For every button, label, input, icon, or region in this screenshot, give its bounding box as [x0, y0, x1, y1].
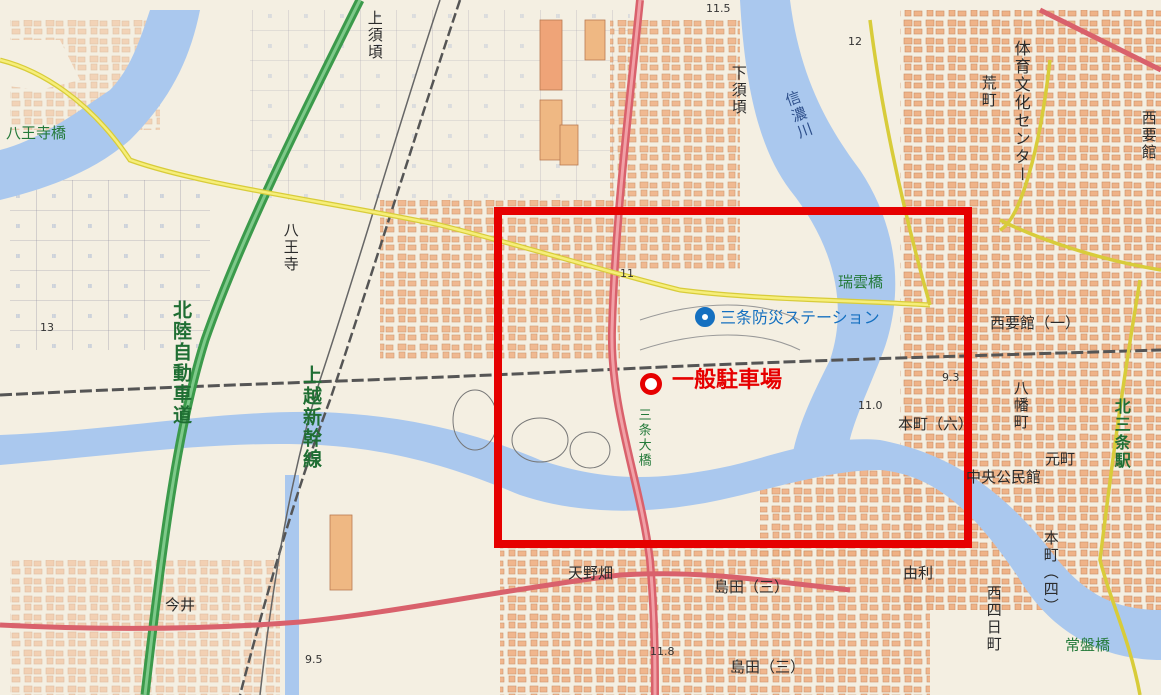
label-hachimanmachi: 八幡町: [1011, 380, 1030, 431]
road-prefectural-north: [1038, 7, 1161, 73]
road-national-route-center: [610, 0, 657, 695]
label-hachiouji: 八王寺: [281, 222, 300, 273]
river-northwest: [0, 10, 200, 200]
label-hokuriku-expressway: 北陸自動車道: [169, 300, 192, 426]
label-nishiyokkamachi: 西四日町: [984, 585, 1003, 653]
elevation-label: 9.5: [305, 653, 323, 666]
highlight-area-box: [494, 207, 972, 548]
urban-area-south: [500, 540, 930, 695]
road-prefectural-east: [868, 19, 1161, 695]
disaster-station-marker[interactable]: [695, 307, 715, 327]
label-sanjoohashi: 三条大橋: [635, 408, 651, 468]
urban-area-east: [900, 10, 1161, 610]
label-imai: 今井: [165, 596, 196, 614]
label-motomachi: 元町: [1045, 450, 1076, 468]
label-nishikaname: 西要館: [1139, 110, 1158, 161]
elevation-label: 11.0: [858, 399, 883, 412]
stadium-oval: [511, 417, 569, 463]
factory-building: [559, 124, 579, 166]
factory-building: [584, 19, 606, 61]
label-tokiwabashi: 常盤橋: [1065, 636, 1111, 654]
elevation-label: 13: [40, 321, 54, 334]
marker-center-dot: [702, 314, 708, 320]
label-zuiunbashi: 瑞雲橋: [838, 273, 884, 291]
label-nishikaname-1: 西要館（一）: [990, 314, 1081, 332]
railway-line: [238, 0, 462, 695]
river-dike: [639, 334, 801, 351]
elevation-label: 12: [848, 35, 862, 48]
factory-building: [539, 99, 563, 161]
label-yuri: 由利: [903, 564, 934, 582]
road-hokuriku-expressway-center: [143, 0, 362, 695]
label-shimosugari: 下須頃: [729, 65, 748, 116]
river-dike: [639, 304, 801, 321]
urban-area-north: [610, 20, 740, 270]
disaster-station-label[interactable]: 三条防災ステーション: [720, 308, 880, 327]
label-arama: 荒町: [979, 75, 998, 109]
factory-building: [329, 514, 353, 591]
river-northwest-branch: [0, 40, 80, 90]
label-honmachi-4: 本町（四）: [1041, 530, 1060, 615]
farmland-north: [250, 10, 630, 200]
farmland-west: [10, 180, 210, 350]
parking-label[interactable]: 一般駐車場: [672, 368, 783, 393]
label-shimada-north: 島田（三）: [714, 578, 790, 596]
railway-line: [0, 348, 1161, 397]
elevation-label: 11: [620, 267, 634, 280]
elevation-label: 11.8: [650, 645, 675, 658]
stadium-oval: [569, 431, 611, 469]
river-shinano-main: [0, 411, 1161, 660]
parking-marker[interactable]: [640, 373, 662, 395]
label-kitasanjo-station: 北三条駅: [1111, 398, 1131, 470]
label-joetsu-shinkansen: 上越新幹線: [299, 365, 322, 470]
road-national-route-south: [0, 571, 851, 631]
label-shimada-south: 島田（三）: [730, 658, 806, 676]
elevation-label: 11.5: [706, 2, 731, 15]
factory-building: [539, 19, 563, 91]
elevation-label: 9.3: [942, 371, 960, 384]
label-hachioujibashi: 八王寺橋: [6, 124, 67, 142]
label-taiiku: 体育文化センター: [1011, 40, 1031, 184]
road-prefectural-center: [0, 58, 931, 307]
label-chuoukouminkan: 中央公民館: [966, 468, 1042, 486]
railway-joetsu-shinkansen: [259, 0, 441, 695]
label-amanobata: 天野畑: [568, 564, 614, 582]
label-kamisugari: 上須頃: [365, 10, 384, 61]
label-honmachi-6: 本町（六）: [898, 415, 974, 433]
water-channel: [285, 475, 299, 695]
